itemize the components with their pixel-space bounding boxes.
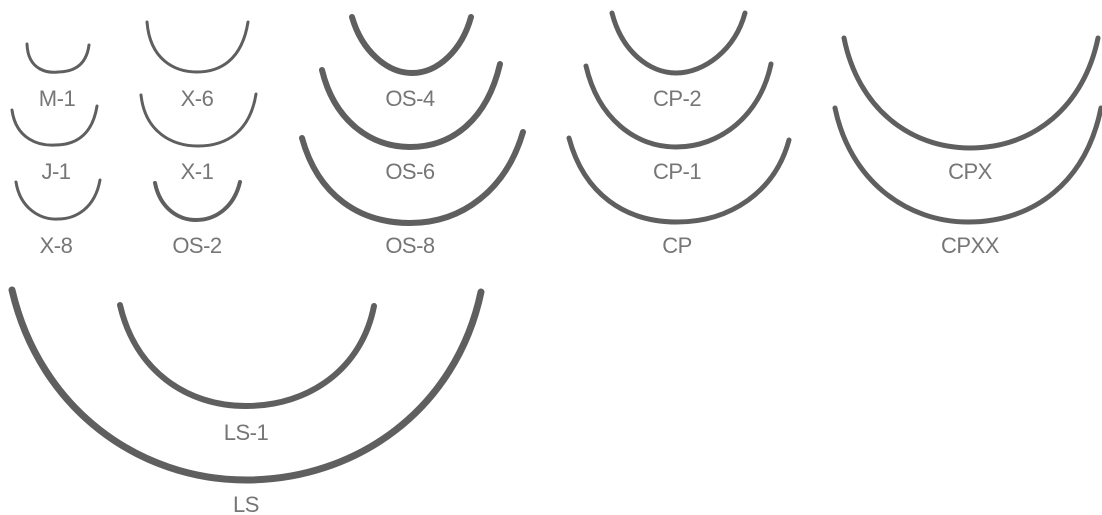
needle-ls-curve (12, 290, 481, 480)
label-x6: X-6 (181, 86, 214, 111)
label-os8: OS-8 (385, 233, 435, 258)
label-x8: X-8 (40, 233, 73, 258)
label-m1: M-1 (39, 86, 76, 111)
needle-x6-curve (147, 22, 248, 72)
needle-cp2-curve (612, 13, 745, 73)
needle-cpx-curve (844, 38, 1098, 148)
label-os4: OS-4 (385, 86, 435, 111)
label-os2: OS-2 (172, 233, 222, 258)
needle-os2-curve (155, 182, 240, 220)
label-cp1: CP-1 (653, 159, 701, 184)
label-ls1: LS-1 (224, 420, 269, 445)
needle-j1-curve (12, 106, 97, 145)
label-cpxx: CPXX (941, 233, 1000, 258)
needle-ls1-curve (120, 305, 374, 406)
label-cpx: CPX (948, 159, 993, 184)
label-cp: CP (662, 233, 692, 258)
needle-os4-curve (352, 17, 471, 73)
needle-x8-curve (16, 180, 100, 219)
label-x1: X-1 (181, 159, 214, 184)
label-ls: LS (233, 492, 259, 515)
needle-m1-curve (27, 44, 89, 72)
label-cp2: CP-2 (653, 86, 701, 111)
label-j1: J-1 (41, 159, 70, 184)
label-os6: OS-6 (385, 159, 435, 184)
